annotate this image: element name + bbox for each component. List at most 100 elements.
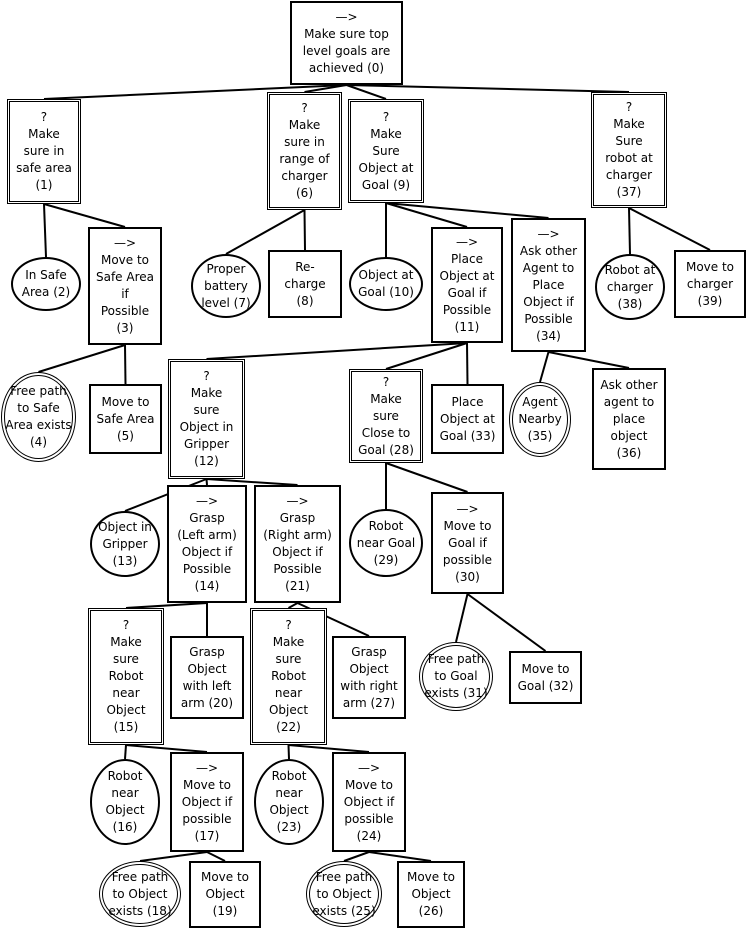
node-24-label: —> Move to Object if possible (24)	[343, 760, 395, 843]
node-29: Robot near Goal (29)	[349, 509, 423, 577]
edge-n3-n5	[124, 344, 127, 385]
edge-n34-n35	[539, 351, 550, 383]
node-26-label: Move to Object (26)	[406, 870, 456, 918]
node-19: Move to Object (19)	[189, 861, 261, 928]
edge-n6-n8	[303, 209, 306, 251]
node-37: ? Make Sure robot at charger (37)	[591, 92, 667, 208]
node-13-label: Object in Gripper (13)	[98, 519, 152, 568]
node-15: ? Make sure Robot near Object (15)	[88, 608, 164, 745]
node-3: —> Move to Safe Area if Possible (3)	[88, 227, 162, 345]
node-23: Robot near Object (23)	[254, 759, 324, 845]
node-21: —> Grasp (Right arm) Object if Possible …	[254, 485, 341, 603]
node-12: ? Make sure Object in Gripper (12)	[168, 359, 245, 479]
node-5: Move to Safe Area (5)	[89, 384, 162, 454]
edge-n24-n26	[368, 851, 432, 862]
node-13: Object in Gripper (13)	[90, 511, 160, 577]
node-6-label: ? Make sure in range of charger (6)	[279, 101, 330, 200]
node-21-label: —> Grasp (Right arm) Object if Possible …	[263, 494, 332, 593]
node-38-label: Robot at charger (38)	[604, 262, 656, 311]
node-19-label: Move to Object (19)	[200, 870, 250, 918]
node-17: —> Move to Object if possible (17)	[170, 752, 244, 852]
edge-n6-n7	[225, 209, 305, 255]
node-1-label: ? Make sure in safe area (1)	[16, 110, 72, 192]
node-32: Move to Goal (32)	[509, 651, 582, 704]
node-2: In Safe Area (2)	[11, 257, 81, 311]
node-39: Move to charger (39)	[674, 250, 746, 318]
node-8-label: Re- charge (8)	[284, 259, 326, 308]
edge-n0-n37	[346, 84, 630, 93]
node-0: —> Make sure top level goals are achieve…	[290, 1, 403, 85]
node-7: Proper battery level (7)	[191, 254, 261, 318]
node-22: ? Make sure Robot near Object (22)	[250, 608, 327, 745]
node-2-label: In Safe Area (2)	[21, 268, 71, 299]
node-39-label: Move to charger (39)	[685, 259, 735, 308]
node-3-label: —> Move to Safe Area if Possible (3)	[95, 236, 154, 335]
node-15-label: ? Make sure Robot near Object (15)	[106, 618, 146, 734]
edge-n15-n16	[124, 744, 127, 760]
node-30: —> Move to Goal if possible (30)	[431, 492, 504, 594]
node-17-label: —> Move to Object if possible (17)	[181, 760, 233, 843]
node-14-label: —> Grasp (Left arm) Object if Possible (…	[177, 494, 237, 593]
edge-n0-n9	[346, 84, 387, 100]
edge-n0-n6	[304, 84, 347, 93]
node-25-label: Free path to Object exists (25)	[312, 869, 376, 918]
node-20: Grasp Object with left arm (20)	[170, 636, 244, 719]
edge-n22-n23	[287, 744, 290, 760]
edge-n22-n24	[288, 744, 370, 753]
node-32-label: Move to Goal (32)	[517, 661, 574, 693]
edge-n11-n28	[385, 342, 468, 370]
edge-n37-n39	[628, 207, 711, 251]
edge-n3-n4	[38, 344, 126, 373]
edge-n17-n18	[139, 851, 208, 862]
node-11-label: —> Place Object at Goal if Possible (11)	[439, 235, 495, 334]
edge-n1-n2	[43, 203, 47, 258]
node-14: —> Grasp (Left arm) Object if Possible (…	[167, 485, 247, 603]
node-16-label: Robot near Object (16)	[105, 769, 145, 834]
edge-n11-n33	[466, 342, 469, 385]
node-34-label: —> Ask other Agent to Place Object if Po…	[519, 226, 578, 343]
node-8: Re- charge (8)	[268, 250, 342, 318]
node-9: ? Make Sure Object at Goal (9)	[348, 99, 424, 203]
node-35: Agent Nearby (35)	[509, 382, 571, 457]
edge-n17-n19	[206, 851, 226, 862]
edge-n37-n38	[628, 207, 631, 255]
node-28-label: ? Make sure Close to Goal (28)	[358, 374, 414, 457]
node-36-label: Ask other agent to place object (36)	[600, 377, 658, 460]
node-31-label: Free path to Goal exists (31)	[424, 652, 488, 700]
edge-n12-n13	[124, 478, 207, 512]
edge-n14-n15	[125, 602, 208, 609]
node-18: Free path to Object exists (18)	[99, 861, 181, 927]
edge-n30-n31	[455, 593, 469, 643]
node-22-label: ? Make sure Robot near Object (22)	[268, 618, 309, 734]
edge-n11-n12	[206, 342, 468, 360]
edge-n34-n36	[548, 351, 630, 369]
node-25: Free path to Object exists (25)	[306, 861, 382, 927]
node-27: Grasp Object with right arm (27)	[332, 636, 406, 719]
node-5-label: Move to Safe Area (5)	[96, 394, 155, 443]
node-10: Object at Goal (10)	[349, 257, 423, 311]
node-18-label: Free path to Object exists (18)	[108, 869, 172, 918]
node-1: ? Make sure in safe area (1)	[7, 99, 81, 204]
node-37-label: ? Make Sure robot at charger (37)	[605, 100, 653, 199]
edge-n30-n32	[466, 593, 547, 652]
node-10-label: Object at Goal (10)	[358, 268, 414, 299]
node-31: Free path to Goal exists (31)	[419, 642, 493, 711]
node-34: —> Ask other Agent to Place Object if Po…	[511, 218, 586, 352]
node-33: Place Object at Goal (33)	[431, 384, 504, 454]
edge-n9-n11	[385, 202, 468, 228]
node-4: Free path to Safe Area exists (4)	[1, 372, 76, 462]
edge-n12-n21	[206, 478, 298, 486]
node-27-label: Grasp Object with right arm (27)	[340, 644, 398, 710]
node-30-label: —> Move to Goal if possible (30)	[442, 501, 493, 584]
node-12-label: ? Make sure Object in Gripper (12)	[179, 369, 234, 468]
node-6: ? Make sure in range of charger (6)	[267, 92, 342, 210]
node-36: Ask other agent to place object (36)	[592, 368, 666, 470]
node-33-label: Place Object at Goal (33)	[439, 394, 496, 443]
edge-n21-n22	[288, 602, 298, 609]
node-7-label: Proper battery level (7)	[201, 261, 251, 310]
node-38: Robot at charger (38)	[595, 254, 665, 320]
edge-n9-n34	[385, 202, 549, 219]
node-0-label: —> Make sure top level goals are achieve…	[302, 10, 391, 75]
node-29-label: Robot near Goal (29)	[356, 518, 416, 567]
